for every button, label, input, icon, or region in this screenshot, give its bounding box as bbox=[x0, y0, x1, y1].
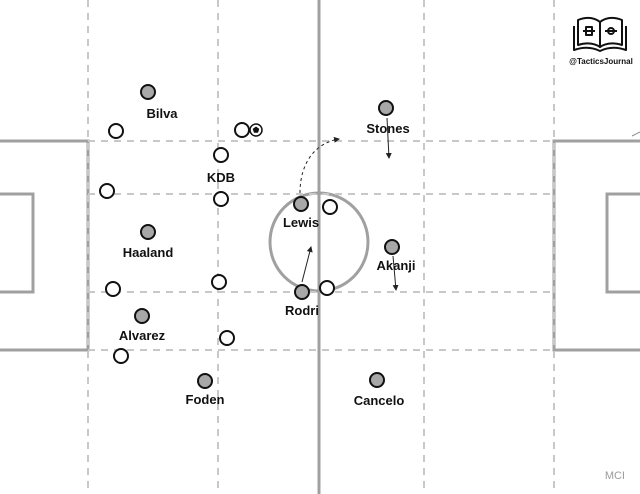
akanji-label: Akanji bbox=[376, 258, 415, 273]
opponent-player-marker bbox=[322, 199, 338, 215]
social-handle: @TacticsJournal bbox=[569, 57, 633, 66]
stones-label: Stones bbox=[366, 121, 409, 136]
rodri-label: Rodri bbox=[285, 303, 319, 318]
opponent-player-marker bbox=[219, 330, 235, 346]
opponent-player-marker bbox=[319, 280, 335, 296]
bilva-label: Bilva bbox=[146, 106, 178, 121]
opponent-player-marker bbox=[108, 123, 124, 139]
football-icon bbox=[249, 123, 263, 137]
akanji-player-marker bbox=[384, 239, 400, 255]
opponent-player-marker bbox=[113, 348, 129, 364]
cancelo-label: Cancelo bbox=[354, 393, 405, 408]
lewis-label: Lewis bbox=[283, 215, 319, 230]
stones-run-arrow bbox=[385, 117, 392, 159]
akanji-run-arrow bbox=[392, 255, 399, 291]
players bbox=[99, 84, 400, 389]
kdb-label: KDB bbox=[207, 170, 235, 185]
foden-label: Foden bbox=[186, 392, 225, 407]
alvarez-player-marker bbox=[134, 308, 150, 324]
opponent-player-marker bbox=[211, 274, 227, 290]
movement-arrows bbox=[299, 117, 399, 291]
left-penalty-box bbox=[0, 139, 90, 352]
haaland-label: Haaland bbox=[123, 245, 174, 260]
right-goal-box bbox=[605, 192, 640, 294]
open-book-pitch-icon bbox=[573, 16, 627, 52]
lewis-run-arrow bbox=[299, 136, 340, 194]
opponent-player-marker bbox=[234, 122, 250, 138]
left-goal-box bbox=[0, 192, 35, 294]
bilva-player-marker bbox=[140, 84, 156, 100]
zone-lines bbox=[87, 0, 555, 494]
opponent-player-marker bbox=[105, 281, 121, 297]
haaland-player-marker bbox=[140, 224, 156, 240]
foden-player-marker bbox=[197, 373, 213, 389]
lewis-player-marker bbox=[293, 196, 309, 212]
centre-circle bbox=[268, 191, 370, 293]
alvarez-label: Alvarez bbox=[119, 328, 166, 343]
stones-player-marker bbox=[378, 100, 394, 116]
watermark: MCI bbox=[605, 470, 625, 482]
rodri-pass-arrow bbox=[301, 246, 313, 283]
edge-arrow bbox=[631, 131, 640, 137]
rodri-player-marker bbox=[294, 284, 310, 300]
cancelo-player-marker bbox=[369, 372, 385, 388]
opponent-player-marker bbox=[213, 191, 229, 207]
right-penalty-box bbox=[552, 139, 640, 352]
opponent-player-marker bbox=[99, 183, 115, 199]
kdb-player-marker bbox=[213, 147, 229, 163]
